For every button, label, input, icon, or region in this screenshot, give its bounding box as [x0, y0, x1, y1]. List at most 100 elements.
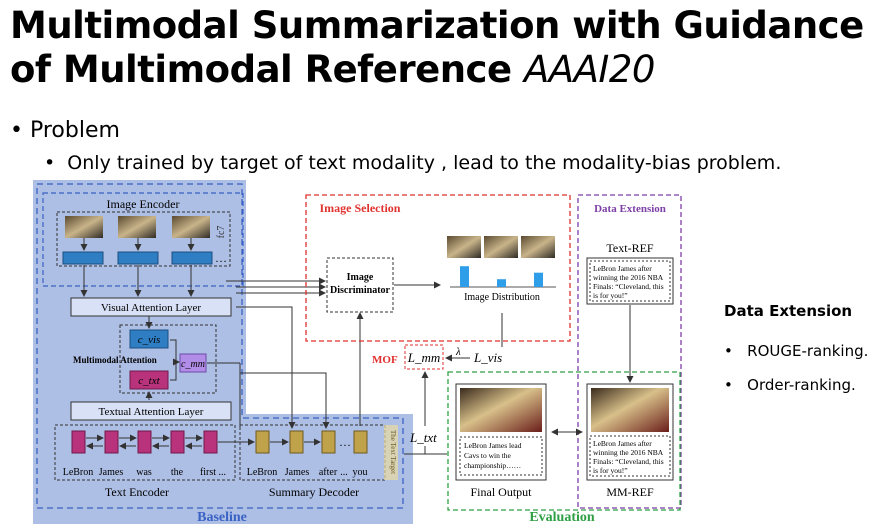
c-mm-label: c_mm — [181, 359, 205, 370]
image-encoder-label: Image Encoder — [107, 197, 180, 211]
c-txt-box — [129, 370, 169, 390]
image-feature-1 — [62, 251, 104, 265]
distribution-bar — [497, 279, 506, 287]
fc7-label: fc7 — [216, 226, 227, 239]
target-text-strip — [384, 425, 398, 480]
encoder-cell — [104, 430, 119, 454]
data-extension-frame — [577, 194, 682, 509]
encoder-word-1: LeBron — [63, 467, 94, 478]
l-vis-label: L_vis — [473, 350, 502, 365]
decoder-word-2: James — [285, 467, 310, 478]
distribution-bar — [534, 272, 543, 287]
encoder-cell — [71, 430, 86, 454]
visual-attention-layer — [70, 297, 232, 317]
mm-ref-line-3: Finals: “Cleveland, this — [593, 457, 664, 466]
selection-image-2 — [484, 236, 518, 258]
distribution-bar — [460, 266, 469, 287]
image-selection-label: Image Selection — [320, 201, 401, 215]
encoder-cell — [170, 430, 185, 454]
l-txt-label: L_txt — [409, 430, 437, 445]
decoder-word-4: ... — [340, 467, 348, 478]
decoder-cell — [321, 430, 336, 454]
mm-ref-label: MM-REF — [606, 485, 654, 499]
side-item-1: • ROUGE-ranking. — [724, 342, 869, 360]
slide-title: Multimodal Summarization with Guidance o… — [10, 4, 880, 92]
l-mm-label: L_mm — [407, 350, 441, 365]
text-ref-box — [586, 257, 674, 305]
image-discriminator-line2: Discriminator — [330, 285, 391, 296]
lambda-label: λ — [455, 346, 461, 358]
selection-image-1 — [447, 236, 481, 258]
baseline-frame — [36, 183, 404, 509]
final-output-line-2: Cavs to win the — [464, 451, 512, 460]
text-ref-label: Text-REF — [606, 241, 653, 255]
encoder-cell — [203, 430, 218, 454]
decoder-word-1: LeBron — [247, 467, 278, 478]
encoder-cell — [137, 430, 152, 454]
feature-ellipsis: … — [215, 251, 227, 265]
input-image-3 — [172, 216, 210, 238]
c-vis-box — [129, 329, 169, 349]
data-extension-label: Data Extension — [594, 203, 666, 215]
decoder-cells — [255, 430, 368, 454]
input-image-2 — [118, 216, 156, 238]
mm-ref-image — [591, 388, 669, 432]
final-output-line-1: LeBron James lead — [464, 441, 522, 450]
side-item-1-text: ROUGE-ranking. — [747, 342, 869, 360]
encoder-word-5: first ... — [200, 467, 226, 478]
image-selection-frame — [305, 194, 571, 342]
text-ref-line-1: LeBron James after — [593, 264, 652, 273]
bullet-problem-text: Problem — [29, 118, 120, 143]
c-mm-box — [179, 353, 207, 373]
bullet-problem: • Problem — [10, 118, 120, 143]
decoder-ellipsis: … — [339, 435, 351, 449]
decoder-cell — [353, 430, 368, 454]
image-feature-2 — [117, 251, 159, 265]
final-output-line-3: championship…… — [464, 461, 521, 470]
c-vis-label: c_vis — [138, 334, 161, 346]
image-distribution-label: Image Distribution — [464, 292, 540, 303]
evaluation-frame — [447, 371, 681, 511]
bullet-sub: • Only trained by target of text modalit… — [44, 152, 782, 174]
final-output-label: Final Output — [470, 485, 532, 499]
mof-box — [404, 344, 444, 370]
text-ref-line-4: is for you!” — [593, 291, 628, 300]
decoder-word-5: you — [353, 467, 368, 478]
decoder-cell — [289, 430, 304, 454]
side-item-2-text: Order-ranking. — [747, 376, 856, 394]
image-discriminator-box — [326, 257, 394, 313]
encoder-word-4: the — [171, 467, 184, 478]
title-main: Multimodal Summarization with Guidance o… — [10, 4, 864, 91]
decoder-cell — [255, 430, 270, 454]
decoder-word-3: after — [319, 467, 338, 478]
textual-attention-label: Textual Attention Layer — [99, 406, 204, 418]
encoder-word-2: James — [99, 467, 124, 478]
baseline-label: Baseline — [197, 510, 247, 524]
multimodal-attention-label: Multimodal Attention — [73, 355, 157, 365]
multimodal-attention-frame — [119, 324, 217, 394]
mm-ref-line-2: winning the 2016 NBA — [593, 448, 664, 457]
distribution-bars — [460, 266, 543, 287]
mm-ref-line-1: LeBron James after — [593, 439, 652, 448]
c-txt-label: c_txt — [138, 375, 160, 387]
side-item-2: • Order-ranking. — [724, 376, 856, 394]
bullet-sub-text: Only trained by target of text modality … — [67, 152, 782, 174]
mof-label: MOF — [372, 354, 398, 366]
image-feature-3 — [171, 251, 213, 265]
encoder-cells — [71, 430, 218, 454]
target-text-label: The Text Target — [389, 430, 397, 474]
image-encoder-frame — [42, 192, 244, 287]
selection-image-3 — [521, 236, 555, 258]
image-strip — [56, 211, 231, 267]
final-output-image — [460, 388, 542, 432]
mm-ref-line-4: is for you!” — [593, 466, 628, 475]
image-discriminator-line1: Image — [347, 272, 374, 283]
textual-attention-layer — [70, 401, 232, 421]
side-heading: Data Extension — [724, 302, 853, 320]
encoder-word-3: was — [136, 467, 152, 478]
text-encoder-label: Text Encoder — [105, 485, 169, 499]
text-ref-line-2: winning the 2016 NBA — [593, 273, 664, 282]
text-encoder-frame — [54, 424, 236, 481]
title-venue: AAAI20 — [523, 48, 655, 91]
